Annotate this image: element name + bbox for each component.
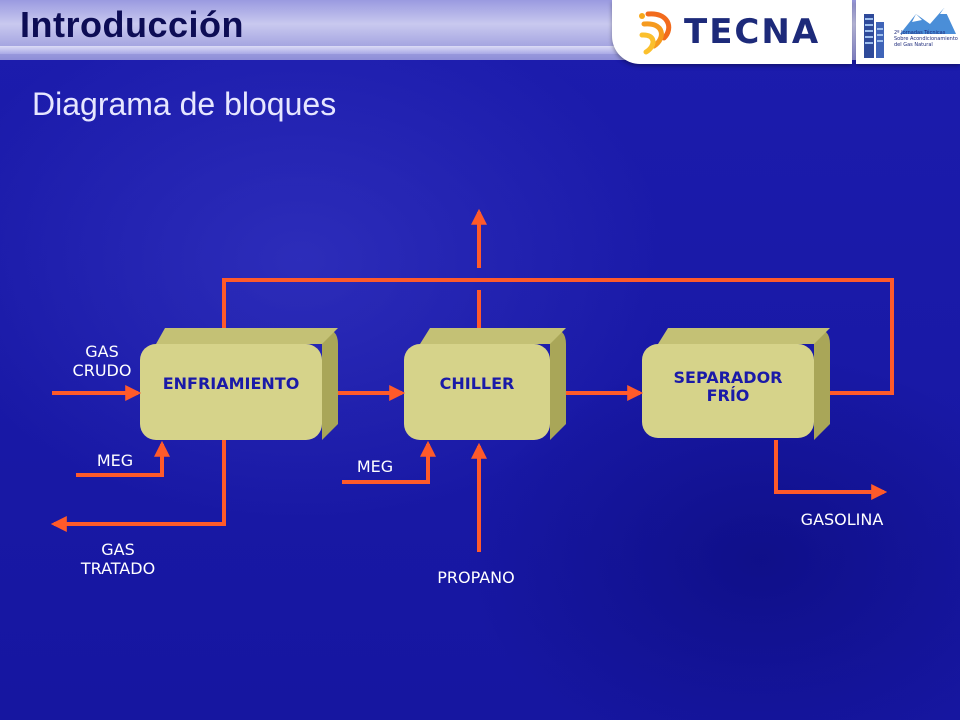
block-separador bbox=[642, 328, 830, 440]
stream-gasolina bbox=[774, 440, 888, 500]
event-badge-text: 2º Jornadas Técnicas Sobre Acondicionami… bbox=[894, 30, 958, 48]
block-label-separador: SEPARADOR FRÍO bbox=[673, 368, 783, 405]
page-title: Introducción bbox=[20, 4, 244, 45]
block-enfriamiento bbox=[140, 328, 338, 440]
block-label-enfriamiento: ENFRIAMIENTO bbox=[162, 374, 300, 393]
block-chiller bbox=[404, 328, 566, 440]
title-bar-strip bbox=[0, 46, 620, 54]
block-label-chiller: CHILLER bbox=[439, 374, 515, 393]
event-badge-icon bbox=[864, 8, 956, 58]
logo-wordmark: TECNA bbox=[684, 12, 821, 52]
event-badge: 2º Jornadas Técnicas Sobre Acondicionami… bbox=[856, 0, 960, 64]
tecna-swirl-icon bbox=[639, 11, 672, 55]
label-gasolina: GASOLINA bbox=[800, 510, 884, 529]
label-gas-tratado: GAS TRATADO bbox=[80, 540, 156, 578]
stream-recycle-loop bbox=[222, 278, 894, 395]
stream-meg-1 bbox=[76, 440, 170, 477]
label-meg-1: MEG bbox=[96, 451, 134, 470]
stream-meg-2 bbox=[342, 440, 436, 484]
label-meg-2: MEG bbox=[356, 457, 394, 476]
tecna-logo: TECNA bbox=[612, 0, 852, 64]
stream-gas-tratado bbox=[50, 440, 226, 532]
slide-subtitle: Diagrama de bloques bbox=[32, 86, 337, 122]
label-propano: PROPANO bbox=[437, 568, 515, 587]
label-gas-crudo: GAS CRUDO bbox=[72, 342, 132, 380]
